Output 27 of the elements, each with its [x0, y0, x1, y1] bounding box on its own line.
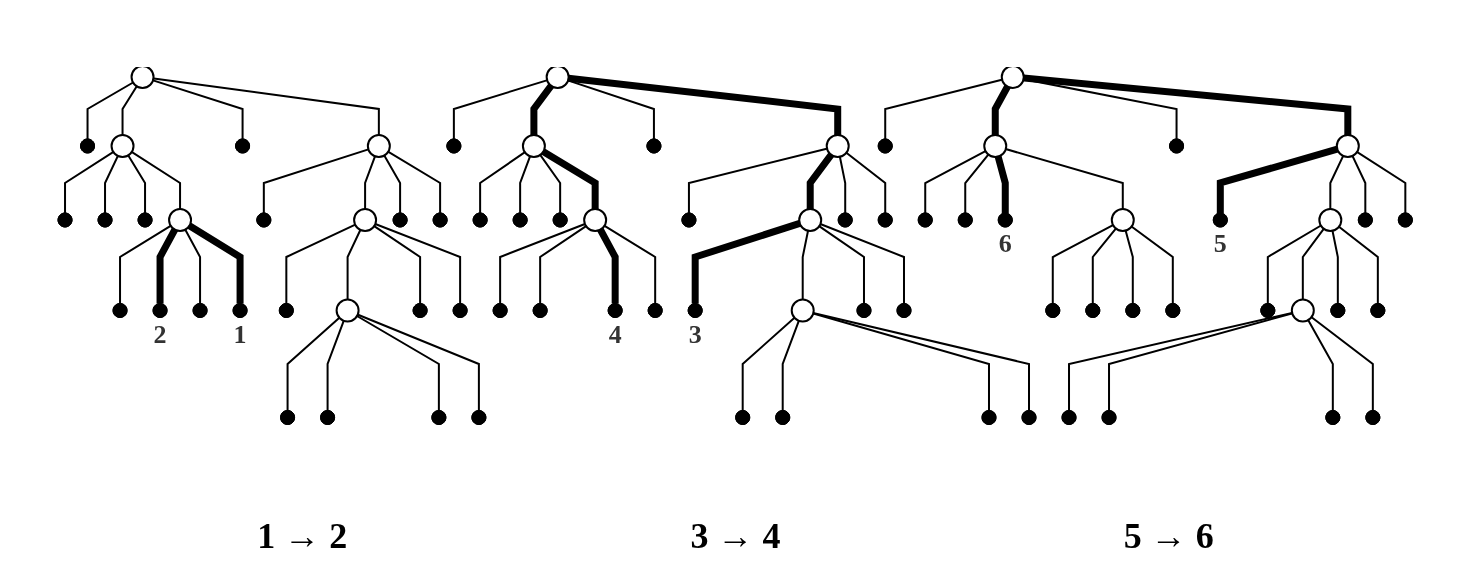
node-circle	[168, 207, 193, 232]
node-circle	[1001, 66, 1026, 89]
node-label: 3	[689, 319, 702, 349]
node-circle	[798, 207, 823, 232]
transition-label: 5 → 6	[1123, 515, 1214, 557]
node-circle	[983, 133, 1008, 158]
node-label: 2	[153, 319, 167, 349]
node-circle	[522, 133, 547, 158]
node-circle	[335, 298, 360, 322]
node-circle	[110, 133, 135, 158]
node-circle	[545, 66, 570, 89]
node-circle	[583, 207, 608, 232]
node-label: 1	[233, 319, 247, 349]
transition-label: 3 → 4	[690, 515, 781, 557]
node-label: 5	[1214, 228, 1228, 258]
node-circle	[826, 133, 850, 158]
node-circle	[1318, 207, 1343, 232]
node-circle	[1336, 133, 1361, 158]
transition-label: 1 → 2	[257, 515, 348, 557]
node-label: 4	[608, 319, 622, 349]
node-label: 6	[999, 228, 1013, 258]
node-circle	[1291, 298, 1316, 322]
node-circle	[130, 66, 155, 89]
node-circle	[791, 298, 815, 322]
node-circle	[353, 207, 378, 232]
node-circle	[367, 133, 392, 158]
node-circle	[1111, 207, 1136, 232]
